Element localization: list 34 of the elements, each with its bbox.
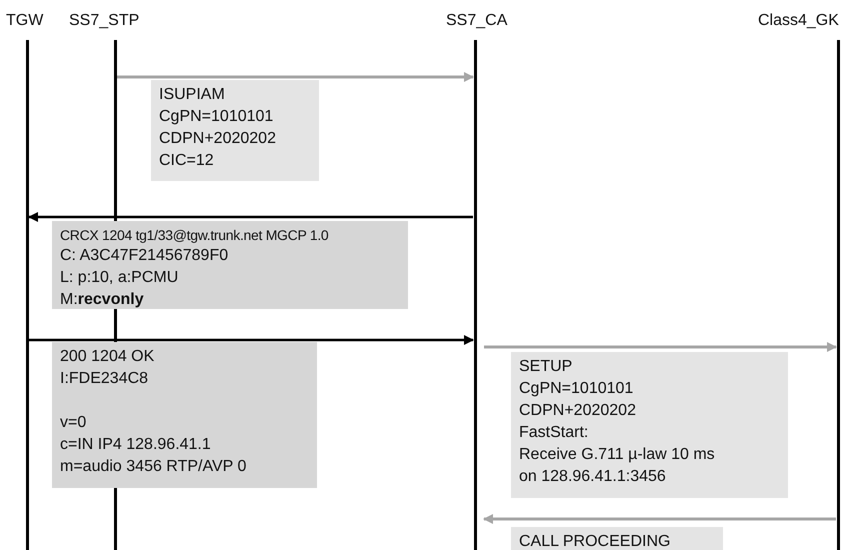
message-line: L: p:10, a:PCMU xyxy=(60,268,180,288)
message-line: SETUP xyxy=(519,357,574,377)
lifeline-header: SS7_CA xyxy=(446,12,508,30)
message-arrow xyxy=(483,514,836,524)
message-line: CDPN+2020202 xyxy=(159,129,277,149)
message-line: Receive G.711 µ-law 10 ms xyxy=(519,445,716,465)
message-line: c=IN IP4 128.96.41.1 xyxy=(60,435,212,455)
message-line: I:FDE234C8 xyxy=(60,369,150,389)
message-line: 200 1204 OK xyxy=(60,347,156,367)
message-line: ISUPIAM xyxy=(159,85,226,105)
lifeline-header: Class4_GK xyxy=(758,12,839,30)
message-line: v=0 xyxy=(60,413,88,433)
lifeline-header: SS7_STP xyxy=(69,12,140,30)
message-line: C: A3C47F21456789F0 xyxy=(60,246,230,266)
message-line: FastStart: xyxy=(519,423,590,443)
message-arrow xyxy=(117,72,474,82)
message-line: CIC=12 xyxy=(159,151,215,171)
message-box xyxy=(151,80,319,181)
message-line: m=audio 3456 RTP/AVP 0 xyxy=(60,457,248,477)
message-box xyxy=(511,527,723,550)
message-arrow xyxy=(29,335,474,345)
message-box xyxy=(511,352,788,498)
message-line: M:recvonly xyxy=(60,290,145,310)
message-box xyxy=(52,221,408,309)
message-arrow xyxy=(484,342,837,352)
message-line: CgPN=1010101 xyxy=(159,107,274,127)
message-box xyxy=(52,342,317,488)
message-line: CDPN+2020202 xyxy=(519,401,637,421)
message-line: CRCX 1204 tg1/33@tgw.trunk.net MGCP 1.0 xyxy=(60,226,330,245)
message-line: CALL PROCEEDING xyxy=(519,532,672,550)
message-line: on 128.96.41.1:3456 xyxy=(519,467,667,487)
message-line: CgPN=1010101 xyxy=(519,379,634,399)
lifeline-header: TGW xyxy=(6,12,44,30)
message-arrow xyxy=(28,212,473,222)
